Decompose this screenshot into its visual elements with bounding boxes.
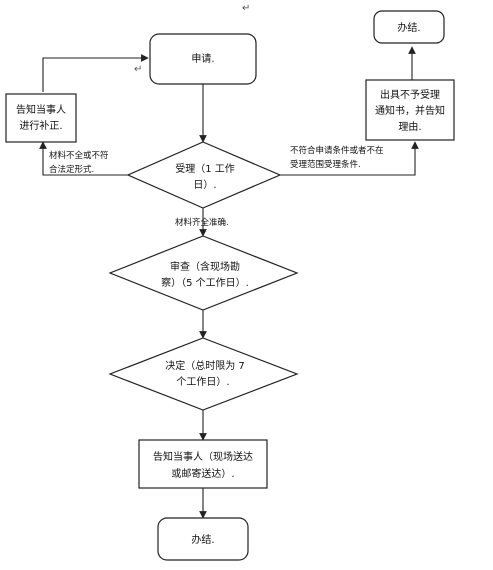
node-done-bottom: 办结. xyxy=(157,517,249,561)
node-accept-line2: 日）. xyxy=(193,179,216,191)
node-reject-notice-line3: 理由. xyxy=(398,120,421,133)
node-accept: 受理（1 工作 日）. xyxy=(126,141,282,209)
node-reject-notice-line1: 出具不予受理 xyxy=(380,88,440,101)
node-review: 审查（含现场勘 察）（5 个工作日）. xyxy=(108,235,299,311)
node-notify-supplement: 告知当事人 进行补正. xyxy=(5,93,77,143)
edge-label-incomplete-line1: 材料不全或不符 xyxy=(49,150,109,161)
edge-label-complete: 材料齐全准确. xyxy=(175,217,229,228)
edge-label-not-qualified-line2: 受理范围受理条件. xyxy=(290,159,361,170)
node-decide-line1: 决定（总时限为 7 xyxy=(165,359,245,372)
edge-accept-reject xyxy=(280,141,419,176)
node-apply: 申请. xyxy=(149,33,257,85)
paragraph-mark-apply: ↵ xyxy=(134,64,142,75)
node-notify-deliver: 告知当事人（现场送达 或邮寄送达）. xyxy=(138,439,268,489)
node-accept-line1: 受理（1 工作 xyxy=(175,163,235,175)
edge-label-incomplete-line2: 合法定形式. xyxy=(49,164,94,175)
node-done-top: 办结. xyxy=(373,10,445,44)
node-decide: 决定（总时限为 7 个工作日）. xyxy=(108,337,299,411)
paragraph-mark-top: ↵ xyxy=(242,3,250,14)
node-done-top-label: 办结. xyxy=(397,21,420,34)
edge-label-not-qualified-line1: 不符合申请条件或者不在 xyxy=(290,145,384,156)
node-decide-line2: 个工作日）. xyxy=(176,376,229,388)
node-reject-notice-line2: 通知书，并告知 xyxy=(375,104,445,117)
node-reject-notice: 出具不予受理 通知书，并告知 理由. xyxy=(365,79,455,141)
node-notify-supplement-line1: 告知当事人 xyxy=(16,103,66,116)
node-review-line2: 察）（5 个工作日）. xyxy=(161,276,249,289)
node-notify-supplement-line2: 进行补正. xyxy=(19,119,62,132)
edge-supplement-apply xyxy=(42,54,149,92)
node-done-bottom-label: 办结. xyxy=(191,533,214,546)
node-apply-label: 申请. xyxy=(191,52,214,65)
edge-accept-supplement xyxy=(39,141,128,176)
node-notify-deliver-line1: 告知当事人（现场送达 xyxy=(153,450,253,463)
node-notify-deliver-line2: 或邮寄送达）. xyxy=(171,467,234,480)
node-review-line1: 审查（含现场勘 xyxy=(170,260,240,273)
